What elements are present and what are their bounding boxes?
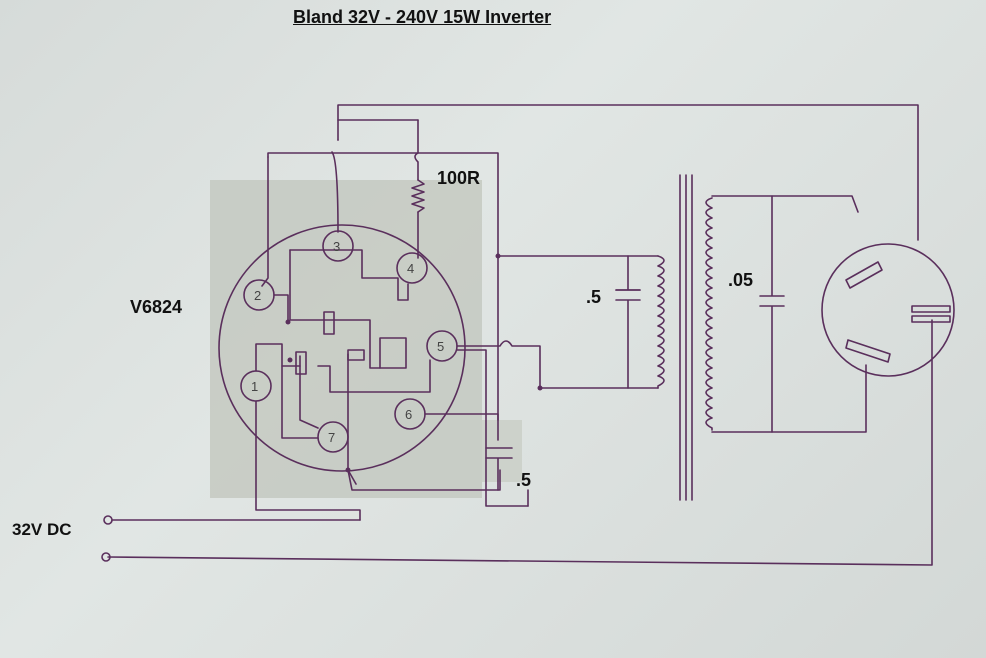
wire-secondary-top [711, 195, 859, 213]
wire-pin4 [414, 119, 419, 181]
resistor-label: 100R [437, 168, 481, 188]
wire-internal-f [281, 365, 319, 439]
cap-bottom-label: .5 [516, 470, 532, 490]
wire-secondary-bottom [711, 364, 867, 433]
pin-number: 1 [251, 379, 258, 394]
wire-pin3 [331, 151, 339, 233]
wire-upper-bus [267, 152, 499, 421]
cap-secondary-label: .05 [728, 270, 754, 290]
wire-right-return [107, 319, 933, 566]
pin-number: 5 [437, 339, 444, 354]
capacitor-secondary-icon [759, 195, 785, 433]
tube-label: V6824 [130, 297, 183, 317]
terminal-positive-icon [103, 515, 113, 525]
cap-primary-label: .5 [586, 287, 602, 307]
wire-pin1-down [255, 400, 361, 521]
wire-top [337, 104, 919, 241]
pin-4-icon [396, 252, 428, 284]
wire-internal-b [289, 249, 381, 369]
outlet-prong-bottom [845, 339, 891, 363]
internal-resistor-b-icon [295, 351, 307, 375]
tube-socket-icon [218, 224, 466, 472]
wire-internal-d [255, 343, 301, 372]
pin-number: 3 [333, 239, 340, 254]
outlet-icon [821, 243, 955, 377]
wire-pin2 [261, 156, 269, 287]
internal-resistor-a-icon [323, 311, 335, 335]
wire-internal-c [273, 294, 289, 323]
internal-box-icon [379, 337, 407, 369]
capacitor-bottom-icon [485, 447, 513, 491]
pin-number: 4 [407, 261, 414, 276]
junction-dot [285, 319, 291, 325]
junction-dot [287, 357, 293, 363]
wire-pin6 [424, 413, 499, 441]
diagram-title: Bland 32V - 240V 15W Inverter [293, 7, 552, 27]
junction-dot [495, 253, 501, 259]
outlet-prong-top [845, 261, 883, 289]
wire-internal-a [289, 249, 409, 301]
wire-internal-g [299, 355, 319, 429]
wire-crossover [337, 119, 419, 141]
pin-number: 2 [254, 288, 261, 303]
secondary-coil-icon [705, 197, 713, 431]
outlet-prong-earth [911, 305, 951, 313]
terminal-negative-icon [101, 552, 111, 562]
supply-label: 32V DC [12, 520, 72, 539]
junction-dot [537, 385, 543, 391]
wire-c1 [615, 255, 641, 389]
pin-number: 6 [405, 407, 412, 422]
pin-number: 7 [328, 430, 335, 445]
wire-pin5b [456, 349, 529, 507]
wire-internal-e [317, 359, 431, 393]
outlet-prong-earth-b [911, 315, 951, 323]
pin-3-icon [322, 230, 354, 262]
wire-pin7 [347, 469, 501, 491]
wire-pin5 [456, 340, 541, 389]
primary-coil-icon [657, 255, 665, 389]
resistor-icon [411, 179, 425, 213]
junction-dot [345, 467, 351, 473]
transformer-icon [679, 174, 693, 501]
cap-background [480, 420, 522, 482]
